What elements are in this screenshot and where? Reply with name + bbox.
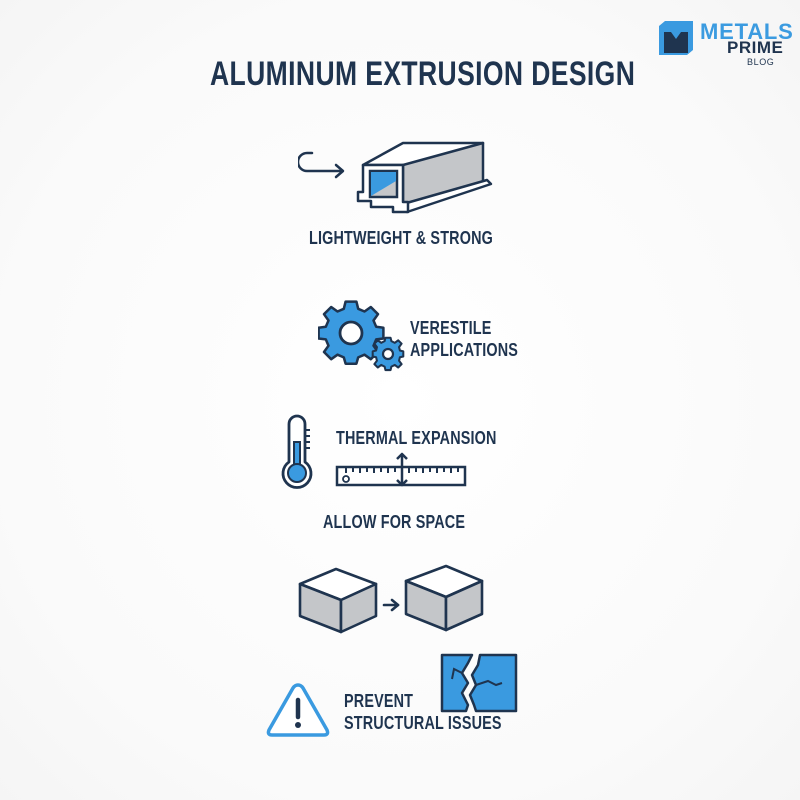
- warning-triangle-icon: [266, 683, 330, 737]
- label-prevent-structural-issues: PREVENT STRUCTURAL ISSUES: [344, 690, 502, 734]
- label-thermal-expansion: THERMAL EXPANSION: [336, 428, 497, 448]
- logo-text-blog: BLOG: [747, 57, 775, 67]
- logo-text-prime: PRIME: [727, 38, 784, 57]
- cracked-panel-icon: [440, 653, 518, 713]
- label-line2: STRUCTURAL ISSUES: [344, 713, 502, 733]
- ruler-expansion-icon: [335, 452, 467, 487]
- gears-icon: [318, 300, 405, 372]
- logo-text-metals: METALS: [700, 19, 794, 44]
- label-lightweight-strong: LIGHTWEIGHT & STRONG: [309, 228, 493, 248]
- arrow-right-icon: [382, 598, 400, 612]
- curved-arrow-icon: [298, 151, 345, 179]
- brand-logo: [655, 18, 795, 78]
- thermometer-icon: [281, 414, 313, 489]
- cube-expansion-icon: [298, 564, 484, 634]
- label-line1: VERESTILE: [410, 318, 492, 338]
- label-line1: PREVENT: [344, 691, 414, 711]
- label-line2: APPLICATIONS: [410, 340, 519, 360]
- label-allow-for-space: ALLOW FOR SPACE: [323, 512, 466, 532]
- page-title: ALUMINUM EXTRUSION DESIGN: [210, 55, 636, 93]
- label-versatile-applications: VERESTILE APPLICATIONS: [410, 317, 518, 361]
- m-logo-icon: [659, 21, 693, 55]
- extrusion-profile-icon: [356, 141, 493, 214]
